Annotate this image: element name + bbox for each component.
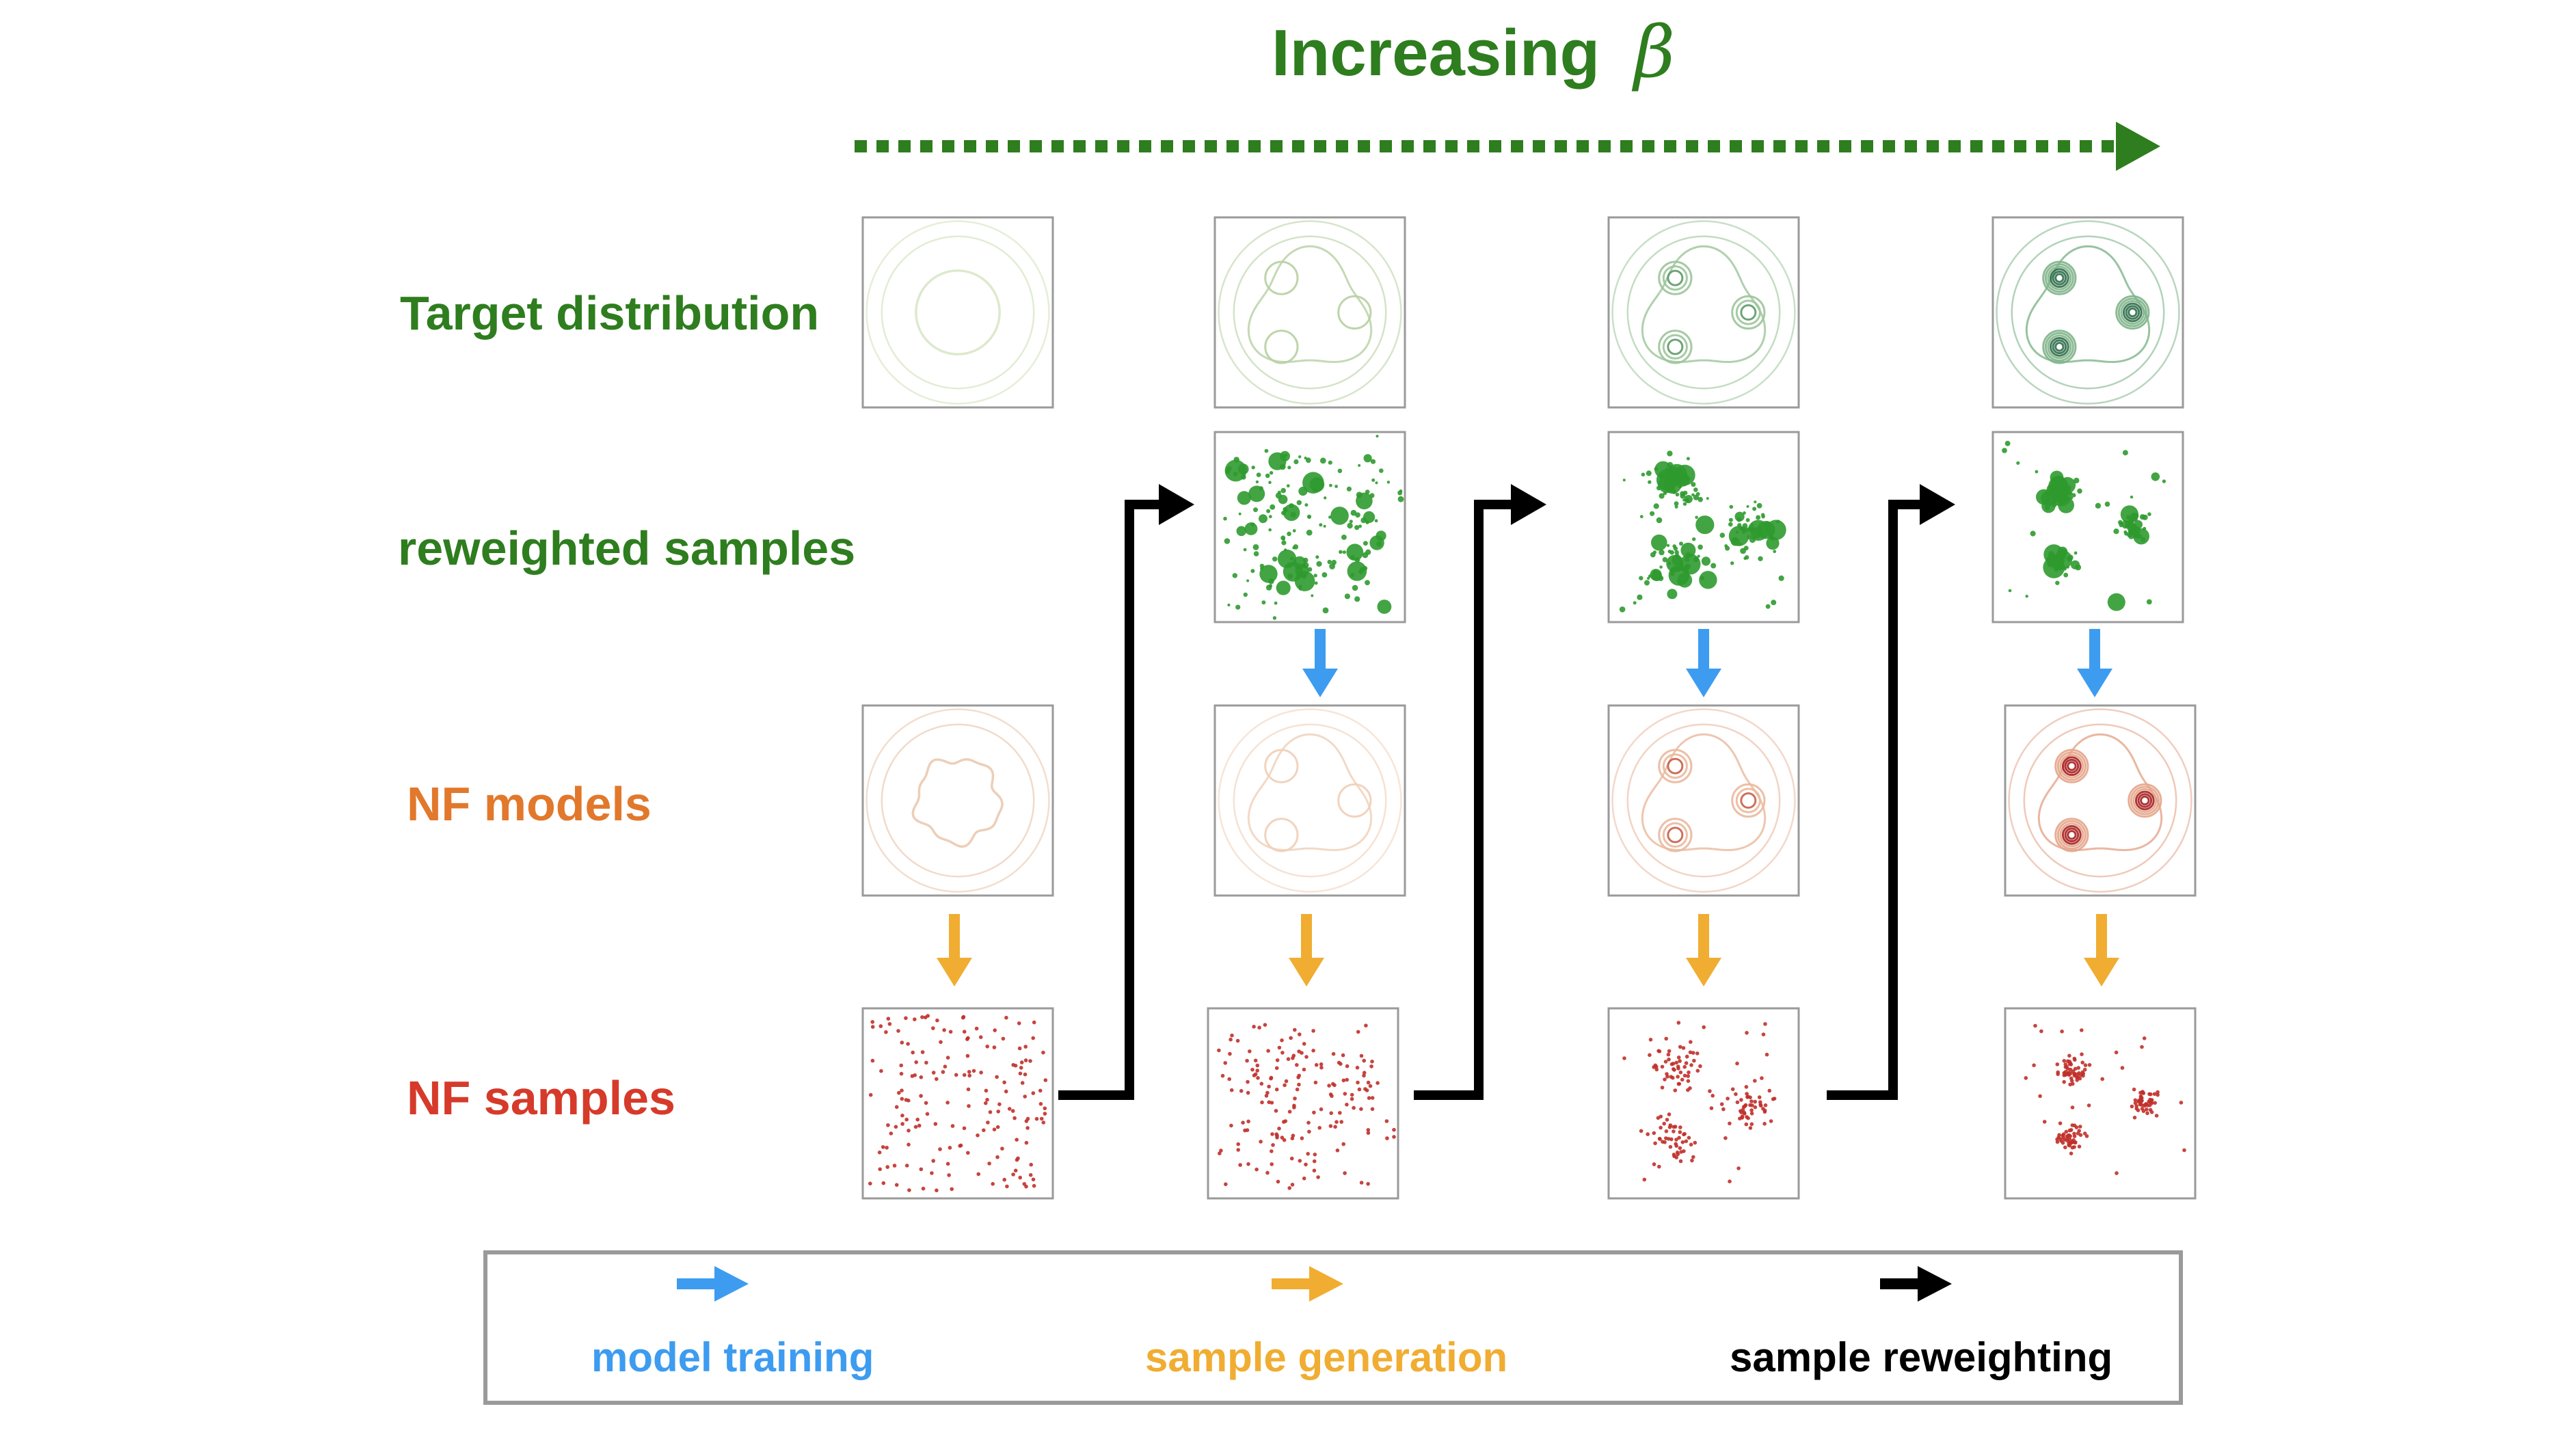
reweighted-panel-4 [1991,431,2184,623]
orange-arrow-2 [1289,914,1324,986]
target-panel-3 [1607,216,1800,409]
legend-label-sample-generation: sample generation [1145,1334,1507,1380]
blue-arrow-3 [1686,629,1721,697]
black-arrow-3 [1827,484,1955,1100]
progression-arrowhead [2116,122,2160,171]
nf-samples-panel-3 [1607,1007,1800,1200]
target-panel-1 [861,216,1054,409]
header-title: Increasing [1272,16,1600,90]
legend-orange-arrow [1272,1266,1343,1302]
reweighted-panel-2 [1213,431,1406,623]
target-panel-2 [1213,216,1406,409]
legend-black-arrow [1880,1266,1952,1302]
nf-samples-panel-2 [1207,1007,1399,1200]
nf-model-panel-3 [1607,704,1800,897]
target-panel-4 [1991,216,2184,409]
orange-arrow-1 [937,914,972,986]
nf-samples-panel-4 [2004,1007,2197,1200]
nf-model-panel-2 [1213,704,1406,897]
orange-arrow-3 [1686,914,1721,986]
row-label-nf-samples: NF samples [407,1071,675,1125]
blue-arrow-4 [2077,629,2112,697]
legend-blue-arrow [677,1266,749,1302]
row-label-target: Target distribution [400,286,819,340]
orange-arrow-4 [2084,914,2119,986]
black-arrow-1 [1058,484,1194,1100]
black-arrow-2 [1414,484,1546,1100]
legend-label-sample-reweighting: sample reweighting [1730,1334,2112,1380]
nf-model-panel-4 [2004,704,2197,897]
row-label-reweighted: reweighted samples [398,522,855,575]
nf-samples-panel-1 [861,1007,1054,1200]
reweighted-panel-3 [1607,431,1800,623]
legend-label-model-training: model training [591,1334,874,1380]
blue-arrow-2 [1302,629,1338,697]
row-label-nf-models: NF models [407,777,652,831]
beta-symbol: β [1631,10,1675,94]
legend-box [483,1250,2183,1405]
nf-model-panel-1 [861,704,1054,897]
